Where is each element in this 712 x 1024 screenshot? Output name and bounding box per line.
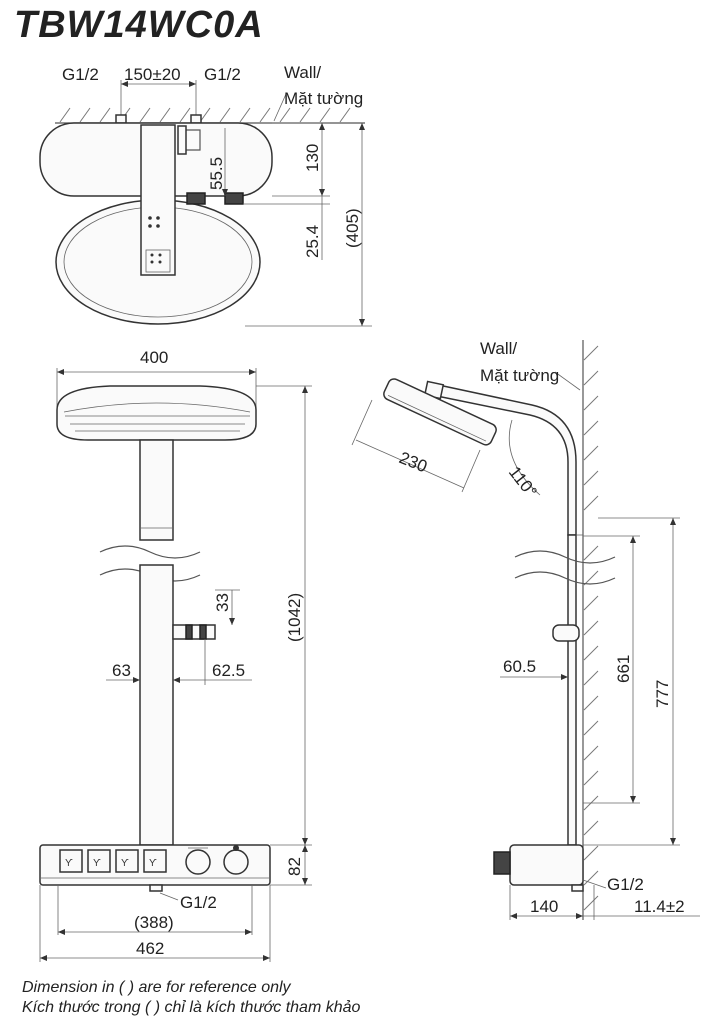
top-wall-hatch [59,107,351,123]
side-slider [552,624,580,642]
side-shower-head [383,378,497,446]
side-wall-hatch [583,345,599,911]
product-title: TBW14WC0A [14,4,264,46]
top-wall-label-vi: Mặt tường [284,89,363,108]
top-dim-25-4: 25.4 [303,225,322,258]
top-left-connection-label: G1/2 [62,65,99,84]
front-width-400: 400 [140,348,168,367]
front-pipe-upper [139,439,174,541]
control-button-icon-1: ϒ [65,858,73,869]
front-bottom-connection-label: G1/2 [180,893,217,912]
side-wall-label-en: Wall/ [480,339,517,358]
front-pipe-lower [139,564,174,846]
note-vietnamese: Kích thước trong ( ) chỉ là kích thước t… [22,999,361,1016]
side-dim-661: 661 [614,655,633,683]
control-button-icon-3: ϒ [121,858,129,869]
top-dim-130: 130 [303,144,322,172]
side-dim-777: 777 [653,680,672,708]
top-dim-405: (405) [343,208,362,248]
side-dim-11-4: 11.4±2 [634,897,685,916]
side-bottom-connection-label: G1/2 [607,875,644,894]
technical-drawing: G1/2 150±20 G1/2 Wall/ Mặt tường 130 55.… [39,63,700,962]
front-dim-33: 33 [213,593,232,612]
front-dim-462: 462 [136,939,164,958]
top-dim-55-5: 55.5 [207,157,226,190]
front-dim-82: 82 [285,857,304,876]
front-dim-388: (388) [134,913,174,932]
front-dim-1042: (1042) [285,593,304,642]
top-wall-label-en: Wall/ [284,63,321,82]
side-view: Wall/ Mặt tường 230 110° 60.5 661 777 G1… [351,339,700,920]
side-angle-110: 110° [505,463,541,501]
side-control-box [509,844,584,886]
note-english: Dimension in ( ) are for reference only [22,979,291,996]
front-dim-63: 63 [112,661,131,680]
top-spacing-label: 150±20 [124,65,181,84]
side-wall-label-vi: Mặt tường [480,366,559,385]
control-button-icon-4: ϒ [149,858,157,869]
front-dim-62-5: 62.5 [212,661,245,680]
top-right-connection-label: G1/2 [204,65,241,84]
control-button-icon-2: ϒ [93,858,101,869]
side-dim-140: 140 [530,897,558,916]
reference-notes: Dimension in ( ) are for reference only … [22,978,360,1018]
top-view: G1/2 150±20 G1/2 Wall/ Mặt tường 130 55.… [39,63,372,327]
front-view: ϒ ϒ ϒ ϒ 400 33 (1042) 63 62.5 82 [39,348,312,962]
front-shower-head [56,385,257,441]
side-dim-230: 230 [397,448,430,476]
side-dim-60-5: 60.5 [503,657,536,676]
